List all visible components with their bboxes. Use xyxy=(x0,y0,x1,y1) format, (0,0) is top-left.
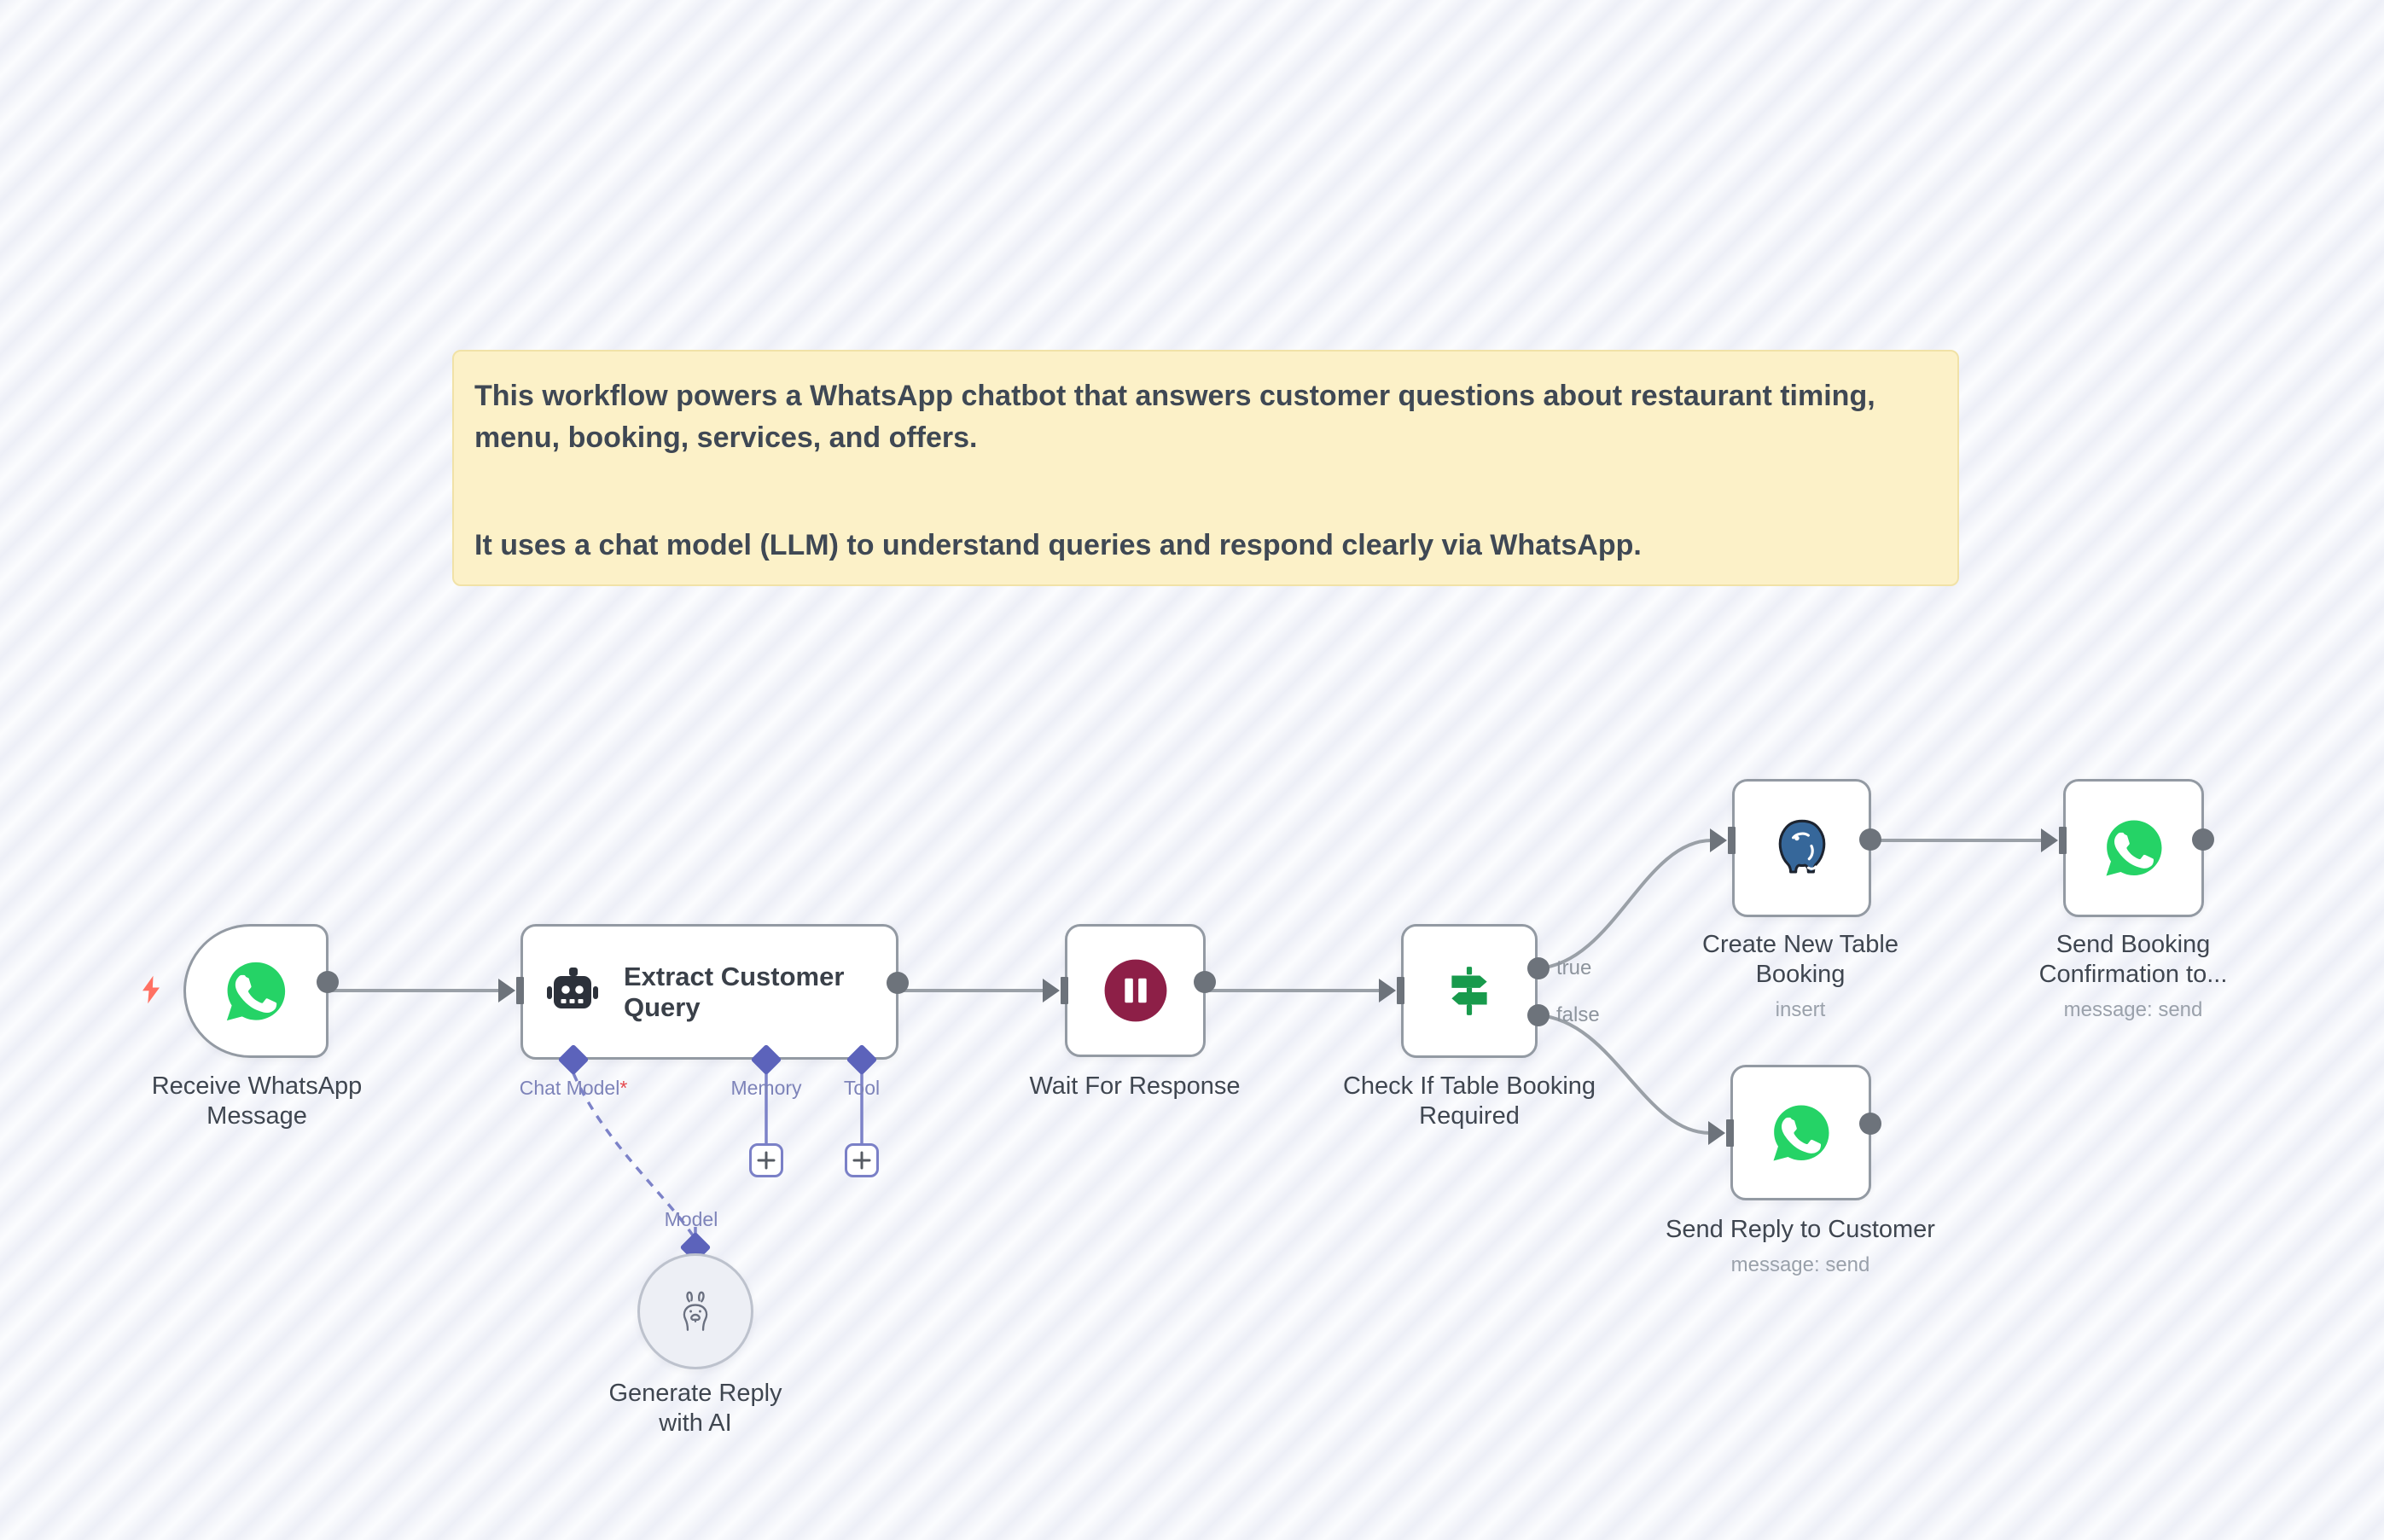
node-wait-for-response[interactable] xyxy=(1065,924,1216,1057)
output-connector-false[interactable] xyxy=(1527,1004,1550,1026)
input-connector[interactable] xyxy=(1043,976,1068,1005)
connection-chat-model-to-llm[interactable] xyxy=(572,1072,695,1236)
port-label-model: Model xyxy=(664,1208,718,1230)
add-memory-button[interactable] xyxy=(749,1143,783,1177)
node-label: Send Booking Confirmation to... message:… xyxy=(2014,930,2253,1022)
sticky-note[interactable]: This workflow powers a WhatsApp chatbot … xyxy=(452,350,1959,586)
node-label: Send Reply to Customer message: send xyxy=(1621,1215,1980,1278)
node-generate-reply-with-ai[interactable] xyxy=(637,1253,753,1369)
output-connector[interactable] xyxy=(317,971,339,993)
plus-icon xyxy=(757,1151,776,1170)
node-subtitle: message: send xyxy=(1730,1252,1870,1276)
lightning-bolt-icon xyxy=(142,975,160,1004)
input-connector[interactable] xyxy=(1710,826,1736,855)
output-connector-true[interactable] xyxy=(1527,957,1550,979)
node-send-booking-confirmation[interactable] xyxy=(2063,779,2214,917)
sticky-note-paragraph-1: This workflow powers a WhatsApp chatbot … xyxy=(474,380,1875,455)
whatsapp-icon xyxy=(2101,815,2166,881)
input-connector[interactable] xyxy=(1379,976,1404,1005)
llama-icon xyxy=(683,1291,708,1331)
node-title: Extract Customer Query xyxy=(624,961,845,1022)
node-label-text: Send Reply to Customer xyxy=(1666,1216,1935,1243)
node-create-new-table-booking[interactable] xyxy=(1732,779,1881,917)
input-connector[interactable] xyxy=(2041,826,2067,855)
pause-icon xyxy=(1104,959,1166,1022)
port-label-memory: Memory xyxy=(730,1077,802,1099)
plus-icon xyxy=(852,1151,871,1170)
node-label-text: Create New Table Booking xyxy=(1702,931,1898,988)
whatsapp-icon xyxy=(1768,1100,1834,1165)
node-subtitle: insert xyxy=(1775,997,1826,1021)
node-label: Receive WhatsApp Message xyxy=(151,1072,363,1130)
port-label-tool: Tool xyxy=(843,1077,881,1099)
connection-true-to-create[interactable] xyxy=(1538,839,1712,970)
robot-icon xyxy=(547,967,598,1008)
node-label: Create New Table Booking insert xyxy=(1672,930,1928,1022)
node-subtitle: message: send xyxy=(2063,997,2203,1021)
node-label: Wait For Response xyxy=(1029,1072,1241,1100)
sticky-note-paragraph-2: It uses a chat model (LLM) to understand… xyxy=(474,528,1642,561)
branch-label-true: true xyxy=(1556,956,1592,979)
output-connector[interactable] xyxy=(1194,971,1216,993)
output-connector[interactable] xyxy=(1859,1113,1881,1135)
input-connector[interactable] xyxy=(1708,1119,1734,1148)
required-marker: * xyxy=(619,1077,628,1099)
node-label-text: Send Booking Confirmation to... xyxy=(2038,931,2228,988)
add-tool-button[interactable] xyxy=(845,1143,879,1177)
output-connector[interactable] xyxy=(2192,828,2214,851)
whatsapp-icon xyxy=(221,956,291,1026)
signpost-icon xyxy=(1451,966,1487,1015)
node-label: Check If Table Booking Required xyxy=(1342,1072,1596,1130)
input-connector[interactable] xyxy=(498,976,524,1005)
node-receive-whatsapp-message[interactable] xyxy=(183,924,339,1058)
node-check-if-table-booking-required[interactable] xyxy=(1401,924,1538,1058)
node-label: Generate Reply with AI xyxy=(608,1380,782,1437)
postgres-icon xyxy=(1778,819,1825,874)
connection-false-to-send-reply[interactable] xyxy=(1538,1014,1711,1135)
output-connector[interactable] xyxy=(887,972,909,994)
output-connector[interactable] xyxy=(1859,828,1881,851)
node-extract-customer-query[interactable]: Extract Customer Query xyxy=(520,924,909,1060)
port-label-chat-model: Chat Model* xyxy=(519,1077,628,1099)
node-send-reply-to-customer[interactable] xyxy=(1730,1065,1881,1200)
branch-label-false: false xyxy=(1556,1003,1600,1026)
